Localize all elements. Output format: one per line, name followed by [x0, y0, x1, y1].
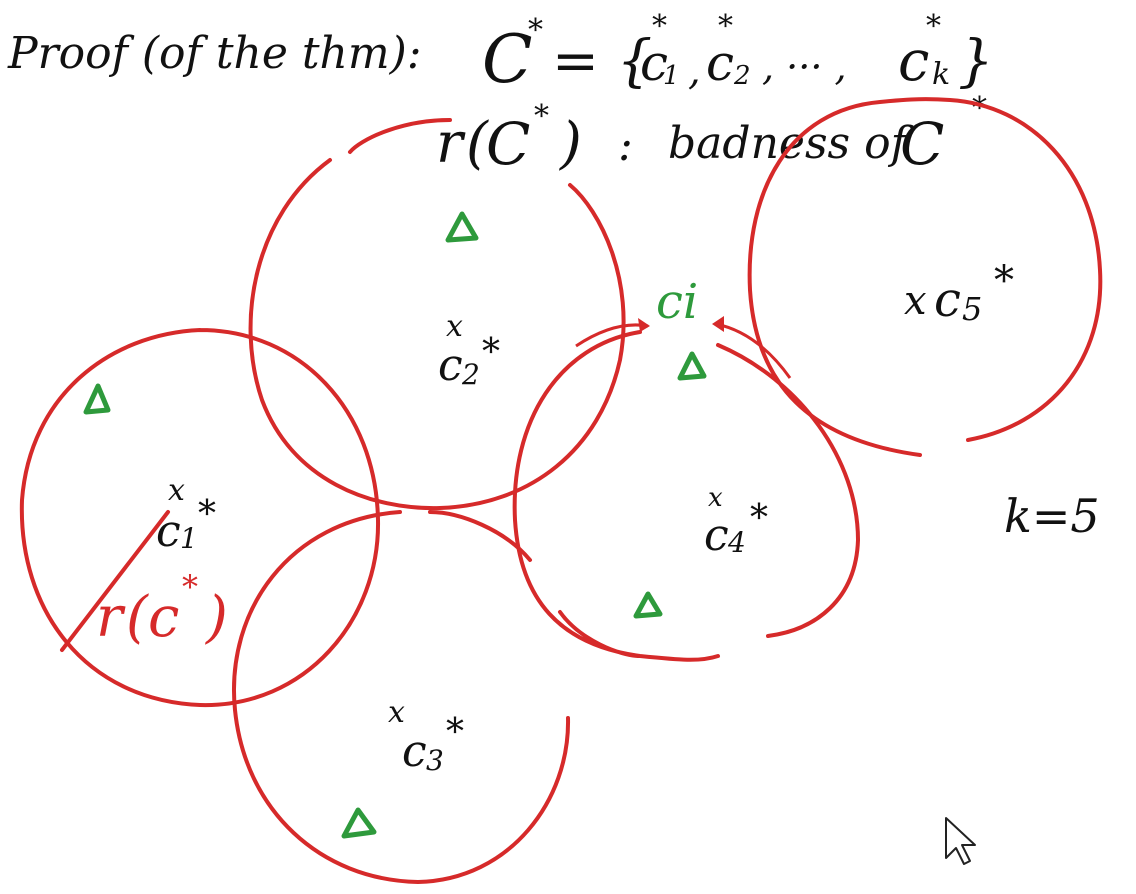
set-ck: c — [898, 29, 929, 94]
center-mark: x — [904, 278, 927, 324]
radius-c: c — [148, 585, 179, 650]
triangle-icon — [341, 807, 377, 839]
point-ci-label: ci — [656, 274, 698, 330]
proof-label: Proof (of the thm): — [7, 28, 422, 79]
center-sub: 3 — [426, 744, 444, 777]
point-ci: ci — [575, 274, 792, 379]
arrow-to-ci-left — [575, 323, 649, 348]
set-comma-1: , — [688, 48, 701, 94]
set-ellipsis: , ··· , — [762, 45, 847, 89]
set-c1-sub: 1 — [663, 61, 680, 91]
k-value-label: k=5 — [1004, 489, 1100, 543]
radius-lparen: ( — [126, 585, 149, 650]
set-ck-sub: k — [932, 57, 950, 92]
radius-indicator: r ( c * ) — [60, 510, 228, 652]
cluster-circles — [19, 97, 1103, 885]
radius-line — [60, 510, 170, 652]
center-mark: x — [388, 695, 405, 730]
arrow-head-icon — [712, 316, 724, 332]
center-label: c — [156, 506, 181, 557]
proof-heading: Proof (of the thm): — [7, 28, 422, 79]
center-c3: x c 3 * — [388, 695, 464, 777]
circle-c2 — [248, 118, 626, 511]
set-ck-star: * — [926, 9, 941, 44]
radius-star: * — [182, 568, 198, 606]
center-mark: x — [708, 483, 723, 513]
set-c1: c — [640, 34, 668, 92]
center-c5: x c 5 * — [904, 258, 1014, 328]
badness-colon: : — [618, 120, 633, 171]
circle-c5 — [747, 97, 1103, 457]
triangle-icon — [677, 351, 707, 381]
center-sub: 5 — [962, 290, 982, 328]
set-open: = { — [552, 29, 652, 94]
badness-lparen: ( — [466, 111, 489, 176]
center-sub: 1 — [180, 522, 198, 555]
center-mark: x — [168, 473, 185, 508]
set-symbol: C — [482, 21, 533, 98]
badness-set-2-star: * — [972, 91, 987, 126]
set-star: * — [528, 13, 543, 48]
center-c4: x c 4 * — [704, 483, 768, 561]
center-mark: x — [446, 309, 463, 344]
center-star: * — [446, 712, 464, 753]
badness-set-star: * — [534, 99, 549, 134]
data-points — [83, 211, 707, 839]
triangle-icon — [83, 383, 111, 415]
badness-set: C — [486, 110, 530, 178]
center-star: * — [198, 494, 216, 535]
radius-rparen: ) — [205, 585, 228, 650]
circle-c3 — [232, 510, 571, 885]
center-label: c — [402, 726, 427, 777]
center-star: * — [750, 498, 768, 539]
badness-set-2: C — [900, 110, 944, 178]
triangle-icon — [633, 591, 663, 619]
center-sub: 4 — [727, 526, 746, 559]
center-label: c — [934, 272, 961, 328]
set-c2: c — [706, 34, 734, 92]
center-c1: x c 1 * — [156, 473, 216, 557]
badness-definition: r ( C * ) : badness of C * — [436, 91, 987, 178]
arrow-head-icon — [638, 318, 650, 332]
set-c1-star: * — [652, 9, 667, 44]
set-close: } — [958, 29, 994, 94]
set-c2-sub: 2 — [733, 61, 751, 91]
center-star: * — [994, 258, 1014, 304]
badness-rparen: ) — [559, 111, 582, 176]
triangle-icon — [445, 211, 479, 243]
optimal-centers-set: C * = { c 1 * , c 2 * , ··· , c k * } — [482, 9, 994, 98]
cursor-arrow-icon — [945, 817, 976, 865]
center-label: c — [704, 510, 729, 561]
center-label: c — [438, 340, 463, 391]
center-c2: x c 2 * — [438, 309, 500, 391]
radius-r: r — [96, 585, 126, 650]
set-c2-star: * — [718, 9, 733, 44]
arrow-to-ci-right — [715, 322, 792, 379]
center-sub: 2 — [461, 358, 480, 391]
circle-c4 — [512, 330, 861, 662]
circle-c1 — [19, 328, 381, 708]
center-star: * — [482, 332, 500, 373]
